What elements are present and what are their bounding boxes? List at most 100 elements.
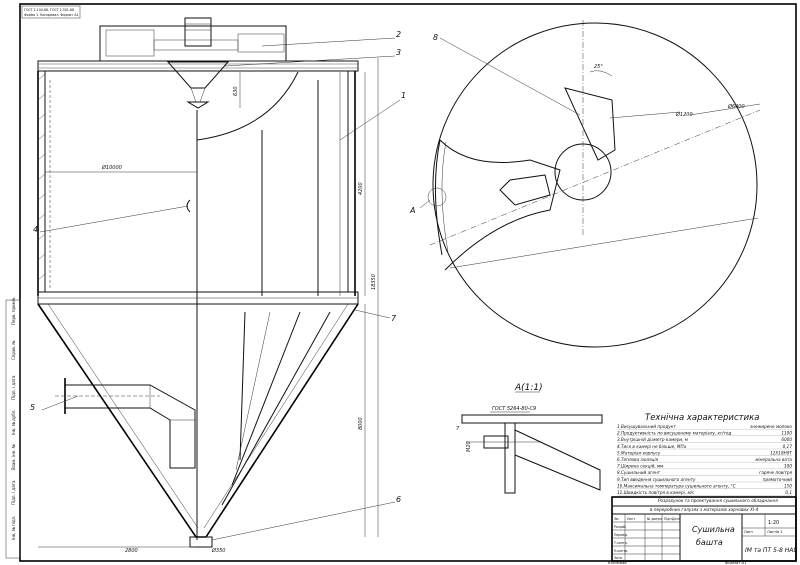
tech-row-label: 8.Сушильний агент bbox=[617, 470, 661, 475]
tech-row-label: 9.Тип введення сушильного агенту bbox=[617, 477, 696, 482]
tech-row-label: 3.Внутрішній діаметр камери, м bbox=[617, 437, 688, 442]
tower-elevation: Ø10000 630 4200 18350 8000 2800 Ø350 2 3… bbox=[30, 17, 406, 554]
tech-row-value: 150 bbox=[784, 483, 792, 488]
title-name-2: башта bbox=[696, 538, 723, 547]
tech-row-label: 4.Тиск в камері не більше, МПа bbox=[617, 444, 687, 449]
tech-row-value: 12Х18Н9Т bbox=[770, 450, 792, 455]
tech-row-value: 6000 bbox=[781, 437, 792, 442]
callout-4: 4 bbox=[33, 225, 38, 234]
dim-w2800: 2800 bbox=[125, 548, 138, 554]
dim-d350: Ø350 bbox=[211, 547, 225, 554]
top-stamp-line1: ГОСТ 2.104-68, ГОСТ 2.301-68 bbox=[24, 8, 74, 12]
insulation-hatch bbox=[37, 73, 46, 281]
callout-7: 7 bbox=[391, 314, 397, 323]
row-label: Розроб. bbox=[614, 525, 627, 529]
section-stiffener bbox=[514, 429, 601, 491]
tech-row-label: 5.Матеріал корпусу bbox=[617, 450, 661, 455]
fan-frame-left bbox=[105, 29, 155, 57]
section-a-detail: A(1:1) ГОСТ 5264-80-С9 M20 7 bbox=[456, 383, 603, 494]
callout-leaders: 2 3 1 4 7 5 6 bbox=[30, 30, 406, 541]
tech-row-value: мінеральна вата bbox=[755, 457, 792, 462]
plan-wall-hatch bbox=[434, 139, 443, 256]
callout-5: 5 bbox=[30, 403, 35, 412]
inner-cone-skirt bbox=[196, 71, 299, 141]
plan-view: A Ø1200 Ø6400 25° 8 bbox=[409, 20, 761, 348]
view-a-circle bbox=[427, 187, 447, 207]
air-inlet-duct bbox=[64, 384, 196, 469]
title-topic-1: Розрахунок та проектування сушильного об… bbox=[658, 498, 778, 503]
bottom-format: Формат А1 bbox=[725, 560, 747, 565]
tech-row-label: 6.Теплова ізоляція bbox=[617, 457, 659, 462]
title-name-1: Сушильна bbox=[692, 525, 735, 534]
conical-bottom bbox=[37, 303, 359, 538]
section-flange-top bbox=[461, 414, 603, 424]
tech-row-value: 0,1 bbox=[785, 490, 792, 495]
dim-d1200: Ø1200 bbox=[675, 111, 693, 118]
section-dim-7: 7 bbox=[456, 426, 460, 432]
top-stamp-line2: Форма 1. Копировал. Формат А1 bbox=[24, 13, 79, 17]
title-block: Розрахунок та проектування сушильного об… bbox=[611, 496, 797, 562]
dim-h630: 630 bbox=[233, 86, 239, 96]
outlet-nozzle-8 bbox=[564, 87, 616, 161]
strip-label: Інв. № підл. bbox=[11, 516, 16, 540]
title-scale: 1:20 bbox=[768, 520, 779, 526]
tech-characteristics: Технічна характеристика 1.Висушувальний … bbox=[617, 413, 793, 496]
fan-frame-right bbox=[237, 33, 285, 53]
strip-label: Перв. примін. bbox=[11, 296, 16, 325]
callout-8: 8 bbox=[433, 33, 438, 42]
tech-row-value: прямоточний bbox=[763, 477, 793, 482]
inlet-volute bbox=[439, 139, 561, 271]
section-gost: ГОСТ 5264-80-С9 bbox=[492, 406, 536, 412]
title-sheet: Лист bbox=[744, 530, 753, 534]
row-label: Т.контр. bbox=[613, 541, 628, 545]
bottom-copied: Копіював bbox=[608, 560, 627, 565]
tech-row-value: гаряче повітря bbox=[759, 470, 792, 475]
section-title: A(1:1) bbox=[514, 383, 543, 393]
view-a-marker: A bbox=[409, 206, 415, 215]
strip-label: Справ. № bbox=[11, 341, 16, 360]
row-label: Перевір. bbox=[614, 533, 628, 537]
tech-row-value: 1100 bbox=[781, 431, 792, 436]
bottom-outlet bbox=[189, 536, 213, 548]
strip-label: Підп. і дата bbox=[11, 480, 16, 505]
fan-coupling bbox=[153, 39, 239, 51]
dim-angle25: 25° bbox=[594, 64, 603, 70]
dim-h18350: 18350 bbox=[371, 274, 377, 290]
tech-row-value: 0,17 bbox=[783, 444, 793, 449]
col-label: Підп. bbox=[664, 517, 673, 521]
callout-2: 2 bbox=[396, 30, 401, 39]
tech-row-label: 11.Швидкість повітря в камері, м/с bbox=[617, 490, 695, 495]
duct-tongue bbox=[499, 174, 551, 206]
dimension-lines: Ø10000 630 4200 18350 8000 2800 Ø350 bbox=[38, 58, 379, 554]
title-sheets: Листів 1 bbox=[767, 530, 783, 534]
callout-1: 1 bbox=[401, 91, 406, 100]
tech-row-label: 2.Продуктивність по висушеному матеріалу… bbox=[617, 431, 731, 436]
tech-row-label: 7.Ширина секцій, мм bbox=[617, 464, 663, 469]
strip-label: Підп. і дата bbox=[11, 375, 16, 400]
cone-inner bbox=[47, 303, 349, 529]
strip-label: Інв. № дубл. bbox=[11, 409, 16, 435]
col-label: Лист bbox=[627, 517, 635, 521]
section-web bbox=[504, 422, 516, 494]
tech-row-label: 1.Висушувальний продукт bbox=[617, 424, 676, 429]
col-label: Дата bbox=[672, 517, 680, 521]
strip-label: Взам. інв. № bbox=[11, 444, 16, 470]
sheet-frame bbox=[19, 3, 797, 562]
col-label: № докум. bbox=[647, 517, 663, 521]
fan-housing bbox=[99, 25, 287, 62]
tech-row-label: 10.Максимальна температура сушильного аг… bbox=[617, 483, 736, 488]
row-label: Затв. bbox=[614, 556, 623, 560]
atomizer-cone bbox=[166, 61, 230, 89]
title-topic-2: в переробних галузях з матеріалів харчов… bbox=[650, 507, 759, 512]
tower-outline-circle bbox=[432, 22, 758, 348]
left-strip bbox=[5, 299, 21, 559]
tech-row-value: 100 bbox=[784, 464, 792, 469]
row-label: Н.контр. bbox=[614, 549, 628, 553]
dim-h8000: 8000 bbox=[358, 417, 364, 430]
dim-h4200: 4200 bbox=[358, 182, 364, 195]
left-strip-labels: Інв. № підл. Підп. і дата Взам. інв. № І… bbox=[11, 296, 16, 540]
callout-6: 6 bbox=[396, 495, 401, 504]
hatch-door bbox=[186, 199, 191, 213]
